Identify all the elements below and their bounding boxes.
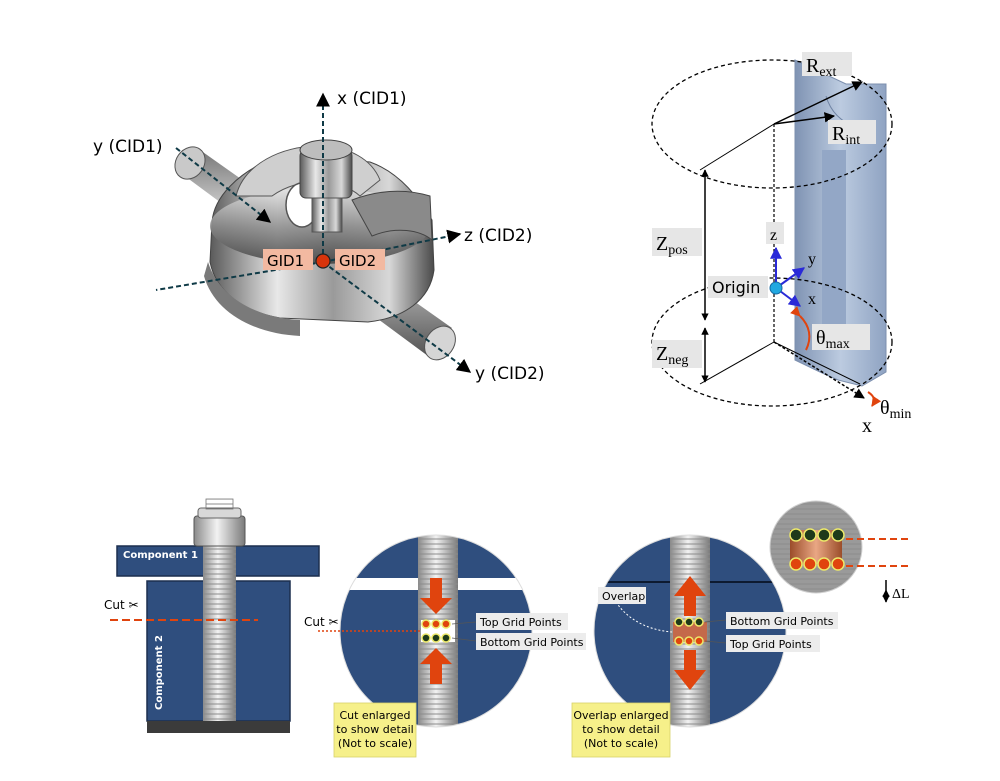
delta-l-label: ΔL xyxy=(892,587,910,602)
theta-min-arc xyxy=(867,391,882,407)
bolt-nut-top xyxy=(197,507,242,519)
local-x-label: x xyxy=(808,291,816,308)
overlap-arrow-down xyxy=(674,650,706,690)
cut-arrow-down xyxy=(420,578,452,614)
cut-note-line3: (Not to scale) xyxy=(338,737,412,750)
overlap-leader xyxy=(615,601,673,633)
bolt-thread xyxy=(203,540,236,721)
overlap-bottom-leader xyxy=(704,619,727,623)
overlap-label: Overlap xyxy=(602,590,645,603)
cut-note-line1: Cut enlarged xyxy=(339,709,410,722)
r-ext-box xyxy=(802,52,852,76)
r-int-box xyxy=(828,120,876,144)
top-grid-label: Top Grid Points xyxy=(479,616,562,629)
overlap-bottom-grid-points xyxy=(674,617,704,627)
bolt-assembly: Component 1 Component 2 Cut ✂ xyxy=(104,498,320,733)
top-grid-box xyxy=(476,613,568,630)
overlap-top-grid-points xyxy=(674,636,704,646)
overlap-top-label: Top Grid Points xyxy=(729,638,812,651)
grid-point-dot xyxy=(315,253,331,269)
overlap-note-box xyxy=(571,702,671,758)
bottom-grid-box xyxy=(476,633,586,650)
zoom-inset: ΔL xyxy=(769,500,910,603)
theta-max-arc xyxy=(790,306,811,351)
local-z-box xyxy=(766,222,784,244)
r-ext-line xyxy=(773,81,863,125)
component1-label: Component 1 xyxy=(123,550,198,561)
cut-detail: Cut ✂ Top Grid Points Bottom Grid Points… xyxy=(304,534,586,758)
inset-upper-grid-points xyxy=(789,528,845,542)
bolt-tip xyxy=(205,498,234,510)
joint-diagram: x (CID1) y (CID1) z (CID2) y (CID2) GID1… xyxy=(93,89,545,384)
cut-detail-label: Cut ✂ xyxy=(304,615,339,629)
r-int-line xyxy=(773,112,836,125)
gid1-label: GID1 xyxy=(267,252,304,270)
theta-min-label: θmin xyxy=(880,397,911,422)
origin-dot xyxy=(769,281,783,295)
axis-z-cid2-line xyxy=(322,229,462,263)
gid2-badge xyxy=(335,249,385,270)
base-plate xyxy=(147,721,290,733)
theta-min-line xyxy=(773,341,865,399)
overlap-box xyxy=(598,587,646,604)
local-y-label: y xyxy=(808,251,816,268)
top-radius-left xyxy=(699,123,775,171)
overlap-arrow-up xyxy=(674,576,706,616)
overlap-bottom-label: Bottom Grid Points xyxy=(730,615,834,628)
overlap-top-leader xyxy=(704,640,727,644)
bottom-grid-points xyxy=(421,633,451,643)
bolt-nut xyxy=(193,515,246,547)
top-ellipse xyxy=(651,59,893,189)
axis-y-cid1-line xyxy=(175,147,272,223)
overlap-note-line2: to show detail xyxy=(582,723,659,736)
origin-box xyxy=(708,276,768,298)
origin-label: Origin xyxy=(712,278,760,297)
overlap-note-line1: Overlap enlarged xyxy=(573,709,668,722)
theta-max-line xyxy=(773,341,861,385)
label-x-cid1: x (CID1) xyxy=(337,89,407,109)
top-grid-leader xyxy=(451,621,477,625)
theta-max-box xyxy=(812,324,870,350)
z-neg-box xyxy=(652,340,702,368)
theta-max-label: θmax xyxy=(816,327,850,352)
label-y-cid2: y (CID2) xyxy=(475,364,545,384)
gid2-label: GID2 xyxy=(339,252,376,270)
gid1-badge xyxy=(263,249,313,270)
top-grid-points xyxy=(421,619,451,629)
z-neg-label: Zneg xyxy=(656,343,688,368)
cut-note-line2: to show detail xyxy=(336,723,413,736)
overlap-note-line3: (Not to scale) xyxy=(584,737,658,750)
axis-y-cid2-line xyxy=(322,261,472,373)
z-pos-label: Zpos xyxy=(656,233,688,258)
label-z-cid2: z (CID2) xyxy=(464,226,532,246)
overlap-bottom-box xyxy=(726,612,838,629)
bottom-grid-label: Bottom Grid Points xyxy=(480,636,584,649)
cut-label: Cut ✂ xyxy=(104,598,139,612)
r-int-label: Rint xyxy=(832,123,860,148)
local-z-label: z xyxy=(770,227,777,244)
label-y-cid1: y (CID1) xyxy=(93,137,163,157)
bottom-grid-leader xyxy=(451,637,477,642)
component2-label: Component 2 xyxy=(154,635,165,710)
cut-arrow-up xyxy=(420,648,452,684)
cylinder-diagram: Rext Rint Zpos Zneg θmax θmin Origin z y… xyxy=(651,52,911,437)
inset-lower-grid-points xyxy=(789,557,845,571)
overlap-top-box xyxy=(726,635,820,652)
bottom-radius-left xyxy=(699,341,775,385)
cut-note-box xyxy=(333,702,417,758)
z-pos-box xyxy=(652,228,702,256)
overlap-detail: Overlap Bottom Grid Points Top Grid Poin… xyxy=(571,534,838,758)
r-ext-label: Rext xyxy=(806,55,837,80)
global-x-label: x xyxy=(862,415,872,437)
joint-body xyxy=(204,139,435,336)
